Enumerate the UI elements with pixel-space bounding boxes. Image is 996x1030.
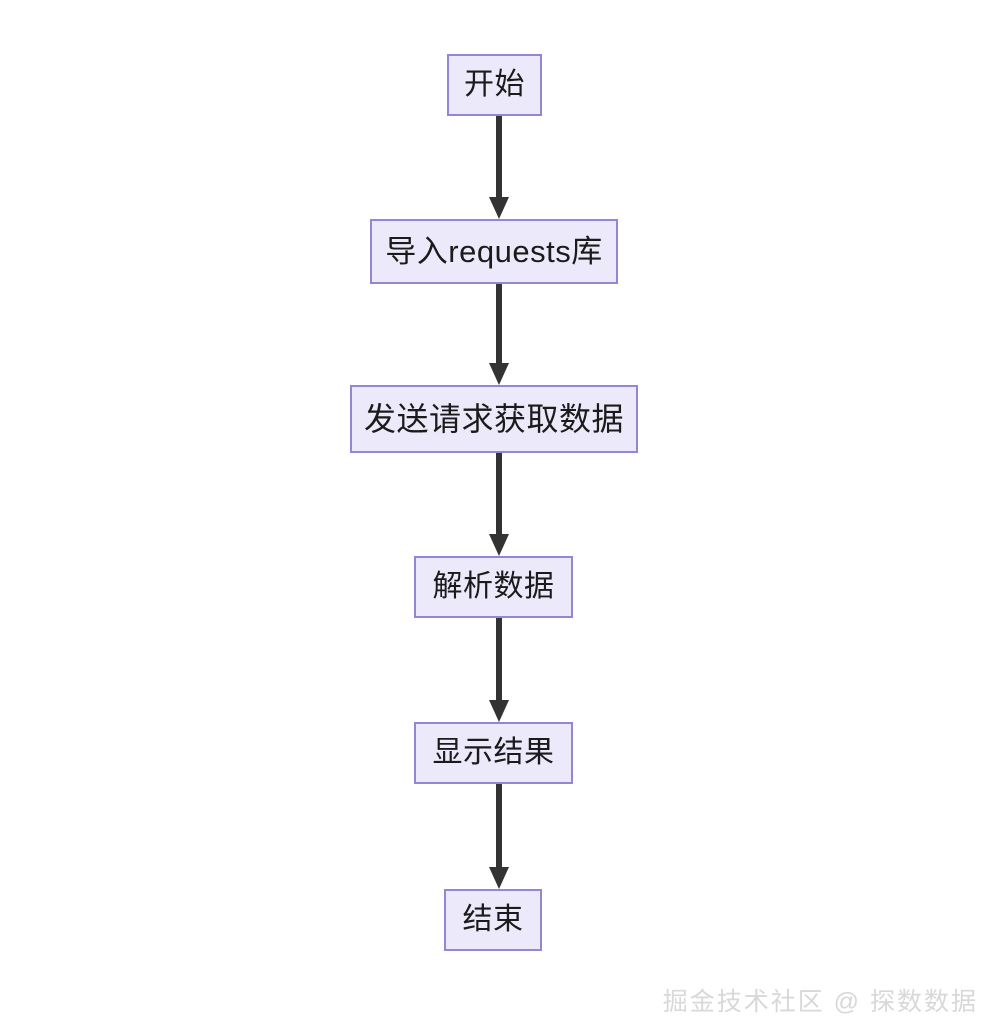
arrow-head-icon	[489, 197, 509, 219]
flow-node-end[interactable]: 结束	[444, 889, 542, 951]
flow-node-display-label: 显示结果	[432, 736, 555, 769]
arrow-shaft	[496, 116, 502, 197]
arrow-shaft	[496, 784, 502, 867]
flow-node-request-label: 发送请求获取数据	[363, 401, 624, 437]
flow-node-import[interactable]: 导入requests库	[370, 219, 618, 284]
flow-arrow-import-to-request	[489, 284, 509, 385]
arrow-shaft	[496, 284, 502, 363]
arrow-head-icon	[489, 534, 509, 556]
flow-node-start-label: 开始	[464, 68, 525, 101]
arrow-head-icon	[489, 700, 509, 722]
flow-node-end-label: 结束	[462, 903, 524, 936]
flow-arrow-display-to-end	[489, 784, 509, 889]
arrow-head-icon	[489, 867, 509, 889]
flow-arrow-start-to-import	[489, 116, 509, 219]
flow-node-request[interactable]: 发送请求获取数据	[350, 385, 638, 453]
flow-arrow-parse-to-display	[489, 618, 509, 722]
arrow-shaft	[496, 618, 502, 700]
arrow-shaft	[496, 453, 502, 534]
flow-node-display[interactable]: 显示结果	[414, 722, 573, 784]
flow-node-parse[interactable]: 解析数据	[414, 556, 573, 618]
flow-node-import-label: 导入requests库	[385, 234, 603, 269]
flow-node-parse-label: 解析数据	[432, 570, 555, 603]
flow-node-start[interactable]: 开始	[447, 54, 542, 116]
watermark-text: 掘金技术社区 @ 探数数据	[662, 988, 978, 1016]
flow-arrow-request-to-parse	[489, 453, 509, 556]
arrow-head-icon	[489, 363, 509, 385]
